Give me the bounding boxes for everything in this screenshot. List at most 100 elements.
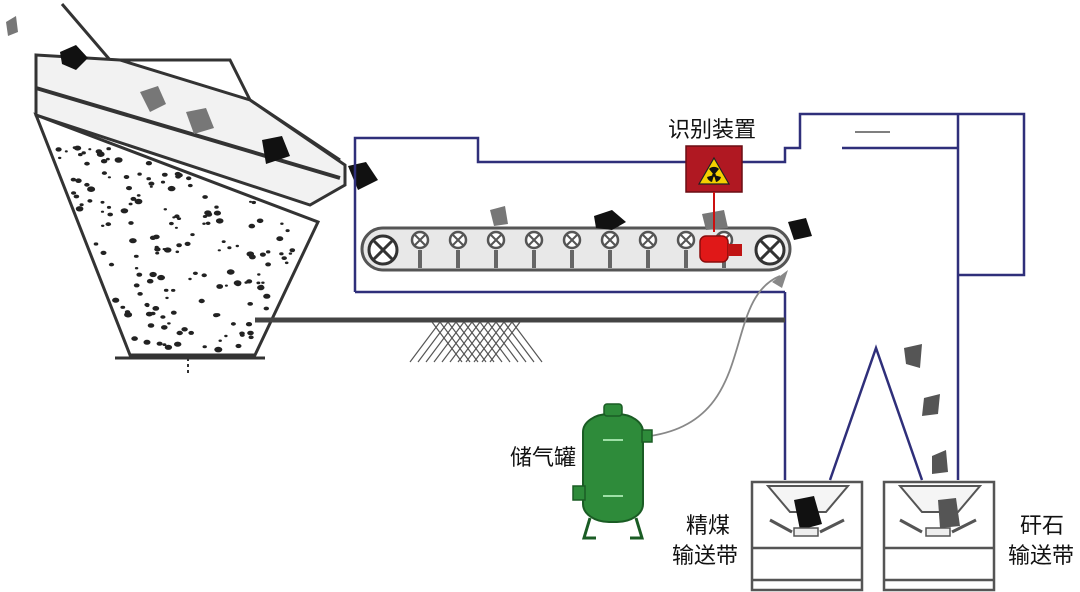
fine-particle	[169, 221, 174, 226]
fine-particle	[280, 222, 284, 225]
splitter-and-falling-material	[828, 344, 948, 481]
fine-particle	[105, 222, 112, 227]
fine-particle	[100, 159, 108, 164]
fine-particle	[261, 281, 265, 284]
fine-particle	[161, 325, 168, 330]
fine-particle	[157, 274, 166, 281]
fine-particle	[73, 194, 80, 199]
trough-idler	[819, 518, 845, 534]
fine-particle	[136, 272, 143, 277]
fine-particle	[107, 176, 111, 179]
fine-particle	[71, 191, 77, 195]
fine-particle	[148, 181, 155, 186]
fine-particle	[224, 334, 228, 338]
fine-particle	[285, 229, 290, 233]
fine-particle	[217, 249, 221, 252]
fine-particle	[257, 273, 261, 276]
gangue-belt-label-line2: 输送带	[1008, 544, 1075, 569]
fine-particle	[288, 252, 293, 255]
fine-particle	[244, 281, 248, 284]
fine-particle	[145, 161, 152, 166]
fine-particle	[213, 210, 221, 216]
gangue-lump	[490, 206, 508, 226]
fine-particle	[144, 302, 150, 307]
fine-particle	[214, 346, 223, 353]
fine-particle	[108, 262, 115, 267]
idler-roller	[448, 230, 468, 268]
trough-idler-center	[925, 527, 951, 537]
fine-particle	[120, 305, 126, 309]
fine-particle	[176, 330, 183, 336]
fine-particle	[112, 297, 120, 303]
fine-particle	[149, 271, 157, 278]
fine-particle	[256, 218, 264, 224]
fine-particle	[259, 252, 266, 257]
fine-particle	[75, 206, 84, 212]
fine-particle	[152, 306, 160, 311]
fine-particle	[72, 146, 77, 150]
gangue-lump	[6, 16, 18, 36]
tail-drum	[754, 234, 786, 266]
fine-particle	[93, 242, 99, 246]
vibrating-screen	[33, 3, 347, 375]
fine-particle	[176, 243, 182, 248]
fine-particle	[87, 186, 96, 192]
gangue-lump	[932, 450, 948, 474]
fine-particle	[279, 252, 284, 256]
fine-particle	[167, 185, 176, 192]
fine-particle	[248, 335, 254, 340]
fine-particle	[184, 241, 191, 246]
fine-particle	[162, 248, 166, 251]
fine-particle	[192, 271, 198, 275]
clean-coal-belt-label-line2: 输送带	[672, 544, 739, 569]
fine-particle	[187, 183, 193, 188]
fine-particle	[215, 218, 224, 224]
fine-particle	[154, 245, 159, 249]
fine-particle	[100, 210, 105, 213]
air-tank-label: 储气罐	[510, 446, 577, 471]
trough-idler	[951, 518, 977, 534]
coal-lump	[594, 210, 626, 230]
gangue-lump	[904, 344, 922, 368]
belt-idlers	[410, 230, 734, 268]
tank-leg	[630, 517, 645, 540]
fine-particle	[205, 221, 211, 225]
fine-particle	[281, 256, 287, 260]
fine-particle	[198, 298, 205, 304]
fine-particle	[146, 177, 151, 181]
fine-particle	[257, 285, 265, 291]
fine-particle	[150, 311, 156, 316]
fine-particle	[202, 195, 208, 199]
fine-particle	[276, 236, 284, 242]
fine-particle	[256, 281, 261, 285]
idler-roller	[638, 230, 658, 268]
fine-particle	[247, 330, 254, 336]
fine-particle	[149, 185, 153, 188]
fine-particle	[170, 310, 177, 315]
fine-particle	[233, 280, 242, 286]
fine-particle	[162, 343, 167, 346]
air-ejector-valve	[699, 235, 742, 263]
coal-lump	[794, 496, 822, 530]
fine-particle	[84, 182, 90, 187]
gangue-belt-unit	[882, 480, 996, 592]
fines-hopper	[33, 112, 321, 357]
screen-mesh-line	[35, 86, 341, 180]
coal-lump	[788, 218, 812, 240]
fine-particle	[221, 240, 226, 244]
fine-particle	[161, 172, 168, 177]
splitter-plate	[828, 344, 924, 481]
fine-particle	[204, 210, 212, 216]
head-drum	[367, 234, 399, 266]
fine-particle	[130, 196, 137, 201]
fine-particle	[123, 175, 130, 179]
collection-net	[409, 321, 543, 363]
coal-lump	[262, 136, 290, 164]
fine-particle	[216, 284, 224, 289]
clean-coal-belt-unit	[750, 480, 864, 592]
fine-particle	[174, 214, 180, 219]
fine-particle	[188, 277, 192, 281]
fine-particle	[167, 322, 171, 325]
fine-particle	[75, 178, 82, 183]
